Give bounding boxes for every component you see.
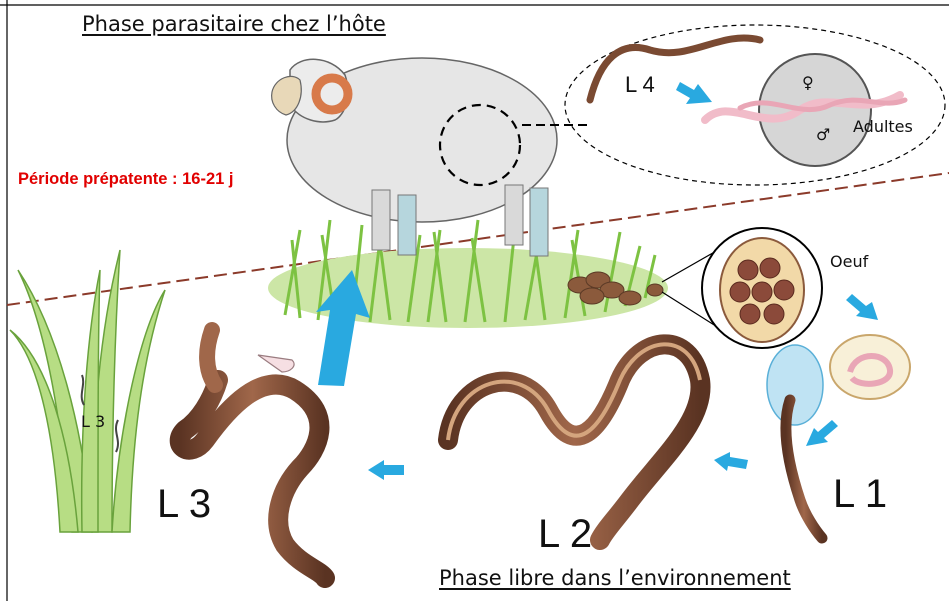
l4-label: L 4 bbox=[625, 72, 655, 98]
l1-label: L 1 bbox=[833, 472, 887, 517]
environment-phase-title: Phase libre dans l’environnement bbox=[439, 566, 791, 590]
arrow-l1-to-l2 bbox=[714, 452, 748, 471]
prepatent-period-label: Période prépatente : 16-21 j bbox=[18, 170, 234, 189]
l3-shed-sheath bbox=[258, 355, 294, 372]
arrow-oeuf-to-embryo bbox=[846, 294, 878, 320]
adults-label: Adultes bbox=[853, 117, 913, 136]
arrow-egg-to-l1 bbox=[806, 420, 838, 446]
female-symbol: ♀ bbox=[802, 73, 814, 92]
arrow-l2-to-l3 bbox=[368, 460, 404, 480]
tall-grass-illustration bbox=[10, 250, 165, 532]
l3-head bbox=[207, 330, 215, 385]
grass-larva-lower bbox=[116, 420, 118, 452]
l4-worm bbox=[590, 38, 760, 100]
l3-label: L 3 bbox=[157, 482, 211, 527]
l3-small-label: L 3 bbox=[81, 412, 105, 431]
embryonated-egg bbox=[830, 335, 910, 399]
l2-label: L 2 bbox=[538, 512, 592, 557]
sheep-illustration bbox=[272, 58, 557, 256]
host-phase-title: Phase parasitaire chez l’hôte bbox=[82, 12, 386, 36]
male-symbol: ♂ bbox=[816, 125, 830, 144]
l3-larva bbox=[180, 380, 325, 578]
hatching-egg bbox=[767, 345, 823, 425]
egg-label: Oeuf bbox=[830, 252, 868, 271]
l2-larva bbox=[448, 344, 701, 540]
arrow-l4-to-adults bbox=[676, 82, 712, 104]
